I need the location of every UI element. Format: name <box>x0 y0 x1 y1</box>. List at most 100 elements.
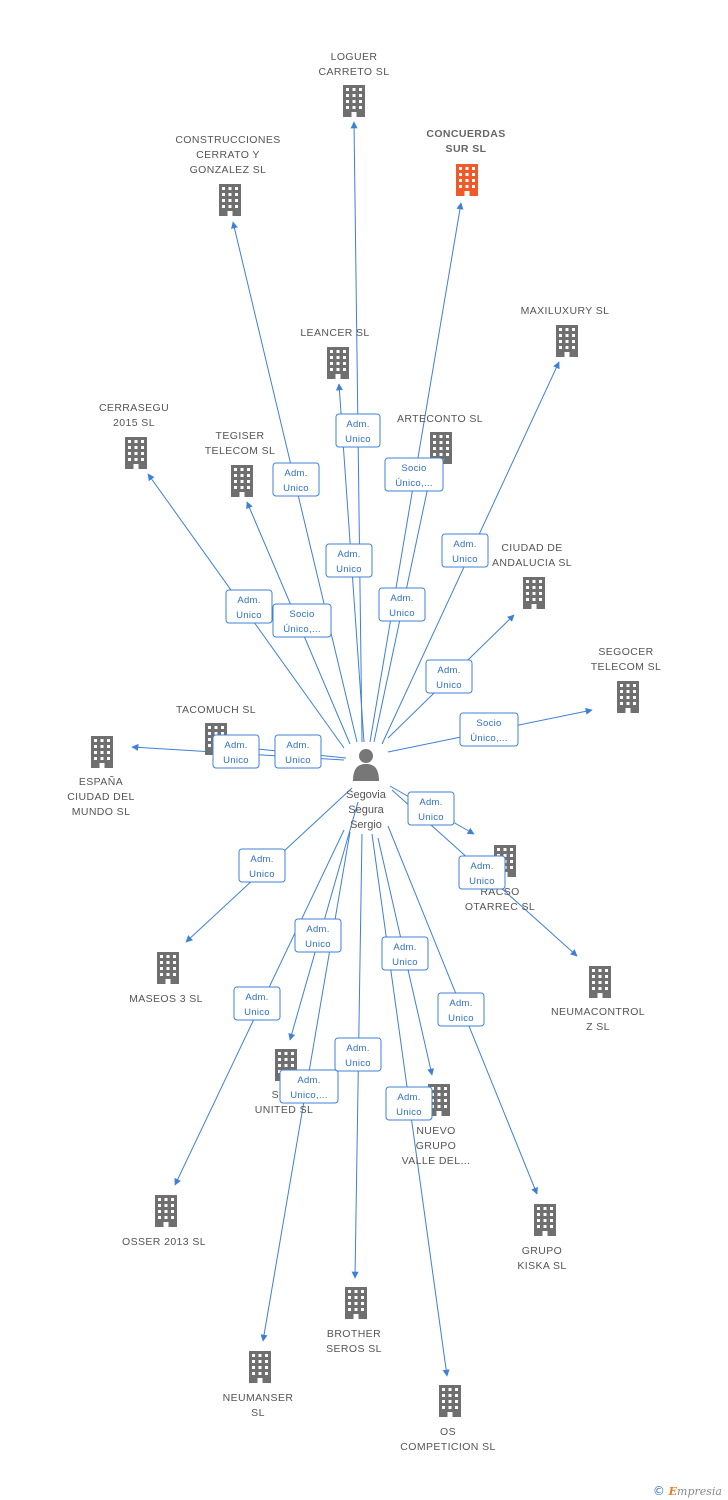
relation-label-text: Adm. <box>224 740 247 751</box>
relation-label-tegiser[interactable]: SocioÚnico,... <box>272 603 332 638</box>
company-name-line: GRUPO <box>522 1245 563 1257</box>
relation-label-brother[interactable]: Adm. Unico <box>334 1037 382 1072</box>
copyright-symbol: © <box>652 1484 665 1498</box>
relation-label-grupo_kiska[interactable]: Adm. Unico <box>437 992 485 1027</box>
relation-label-maseos[interactable]: Adm.Unico <box>238 848 286 883</box>
company-node-leancer[interactable]: LEANCER SL <box>300 327 369 379</box>
relation-label-text: Adm. <box>237 595 260 606</box>
relation-label-text: Adm. <box>245 992 268 1003</box>
company-name-line: 2015 SL <box>113 417 155 429</box>
company-name-line: TELECOM SL <box>205 445 276 457</box>
relation-label-text: Socio <box>289 609 314 620</box>
company-name-line: CONSTRUCCIONES <box>175 134 280 146</box>
relation-label-box <box>385 1086 433 1121</box>
relation-label-leancer[interactable]: Adm.Unico <box>325 543 373 578</box>
relation-label-neumacontrol[interactable]: Adm.Unico <box>458 855 506 890</box>
company-name-line: LOGUER <box>331 51 378 63</box>
building-icon <box>91 736 113 768</box>
company-name-line: MAXILUXURY SL <box>521 305 610 317</box>
relation-label-text: Adm. <box>346 1043 369 1054</box>
relation-label-construcciones[interactable]: Adm. Unico <box>272 462 320 497</box>
relation-label-ciudad_andalucia[interactable]: Adm.Unico <box>425 659 473 694</box>
relation-label-box <box>233 986 281 1021</box>
company-node-maseos[interactable]: MASEOS 3 SL <box>129 952 203 1005</box>
company-name-line: GONZALEZ SL <box>190 164 267 176</box>
building-icon <box>439 1385 461 1417</box>
person-name-line: Segovia <box>346 789 387 801</box>
relation-label-text: Adm. <box>449 998 472 1009</box>
relation-label-text: Adm. <box>397 1092 420 1103</box>
relation-label-box <box>325 543 373 578</box>
relation-label-espana[interactable]: Adm.Unico <box>212 734 260 769</box>
relation-label-text: Unico <box>244 1007 270 1018</box>
relation-label-text: Unico <box>236 610 262 621</box>
relation-label-text: Unico <box>345 1058 371 1069</box>
relation-label-text: Unico <box>436 680 462 691</box>
relation-label-text: Unico <box>392 957 418 968</box>
relation-label-tacomuch[interactable]: Adm.Unico <box>274 734 322 769</box>
building-icon <box>125 437 147 469</box>
company-node-maxiluxury[interactable]: MAXILUXURY SL <box>521 305 610 357</box>
relation-label-osser[interactable]: Adm. Unico <box>233 986 281 1021</box>
company-name-line: BROTHER <box>327 1328 381 1340</box>
relation-label-loguer[interactable]: Adm.Unico <box>335 413 381 448</box>
relation-label-text: Socio <box>401 463 426 474</box>
company-node-brother[interactable]: BROTHER SEROS SL <box>326 1287 382 1355</box>
relation-label-text: Adm. <box>286 740 309 751</box>
company-node-arteconto[interactable]: ARTECONTO SL <box>397 413 483 464</box>
relation-label-box <box>381 936 429 971</box>
relation-label-box <box>335 413 381 448</box>
relation-label-os_competicion[interactable]: Adm.Unico <box>385 1086 433 1121</box>
relation-label-nuevo_grupo[interactable]: Adm.Unico <box>381 936 429 971</box>
company-name-line: SEROS SL <box>326 1343 382 1355</box>
relation-label-text: Adm. <box>346 419 369 430</box>
company-name-line: UNITED SL <box>255 1104 313 1116</box>
relation-label-text: Adm. <box>306 924 329 935</box>
company-name-line: MASEOS 3 SL <box>129 993 203 1005</box>
relation-label-box <box>272 462 320 497</box>
relation-label-box <box>334 1037 382 1072</box>
relation-label-racso[interactable]: Adm.Unico <box>407 791 455 826</box>
person-name-line: Sergio <box>350 819 382 831</box>
relation-label-arteconto[interactable]: Adm.Unico <box>378 587 426 622</box>
relation-label-box <box>425 659 473 694</box>
relation-label-text: Único,... <box>470 733 508 744</box>
relation-label-box <box>378 587 426 622</box>
company-name-line: CIUDAD DEL <box>67 791 135 803</box>
company-node-tacomuch[interactable]: TACOMUCH SL <box>176 704 256 755</box>
relation-label-text: Unico <box>249 869 275 880</box>
company-name-line: SL <box>251 1407 265 1419</box>
relation-label-concuerdas[interactable]: SocioÚnico,... <box>384 457 444 492</box>
relation-label-text: Adm. <box>470 861 493 872</box>
relation-label-text: Unico <box>336 564 362 575</box>
company-name-line: TELECOM SL <box>591 661 662 673</box>
relation-label-box <box>279 1069 339 1104</box>
relation-label-maxiluxury[interactable]: Adm.Unico <box>441 533 489 568</box>
relation-label-text: Unico <box>283 483 309 494</box>
company-node-osser[interactable]: OSSER 2013 SL <box>122 1195 206 1248</box>
relation-label-united[interactable]: Adm.Unico <box>294 918 342 953</box>
relation-label-segocer[interactable]: SocioÚnico,... <box>459 712 519 747</box>
relation-label-text: Adm. <box>284 468 307 479</box>
relation-label-text: Unico <box>448 1013 474 1024</box>
company-name-line: NEUMACONTROL <box>551 1006 645 1018</box>
relation-label-text: Adm. <box>453 539 476 550</box>
building-icon <box>157 952 179 984</box>
relation-label-neumanser[interactable]: Adm.Unico,... <box>279 1069 339 1104</box>
company-name-line: TACOMUCH SL <box>176 704 256 716</box>
relation-label-cerrasegu[interactable]: Adm. Unico <box>225 589 273 624</box>
